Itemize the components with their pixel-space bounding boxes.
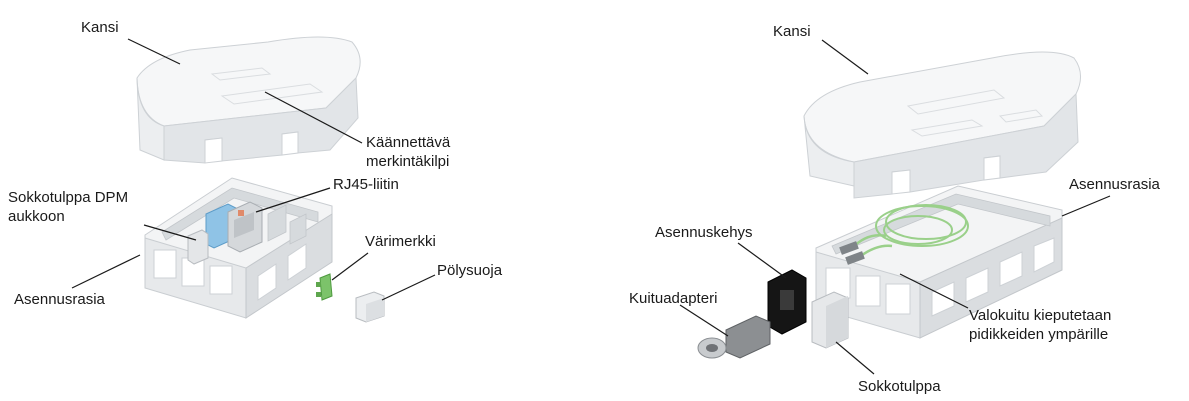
left-color-marker — [316, 273, 333, 301]
right-mounting-frame — [767, 269, 807, 335]
label-right-fiber-adapter: Kuituadapteri — [629, 290, 718, 307]
label-right-mounting-box: Asennusrasia — [1069, 176, 1160, 193]
left-dummy-plug — [187, 229, 209, 265]
leader-left-mounting-box — [71, 254, 141, 289]
leader-right-lid — [821, 39, 869, 75]
leader-left-label-plate — [264, 91, 363, 144]
leader-right-fiber-routing — [899, 273, 969, 309]
leader-right-mounting-frame — [737, 242, 787, 279]
leader-right-dummy-plug — [835, 341, 875, 375]
left-rj45-connector — [205, 201, 263, 253]
label-left-lid: Kansi — [81, 19, 119, 36]
right-fiber-coil — [839, 204, 969, 265]
label-left-dust-cover: Pölysuoja — [437, 262, 503, 279]
leader-left-color-marker — [331, 252, 369, 281]
label-left-rj45: RJ45-liitin — [333, 176, 399, 193]
right-lid — [803, 51, 1081, 199]
left-dust-cover — [355, 291, 385, 323]
leader-right-mounting-box — [1061, 195, 1111, 217]
label-left-dummy-plug: Sokkotulppa DPM aukkoon — [8, 189, 129, 225]
right-mounting-box — [815, 185, 1063, 339]
left-lid — [136, 36, 361, 164]
label-right-fiber-routing: Valokuitu kieputetaan pidikkeiden ympäri… — [969, 307, 1112, 343]
label-right-lid: Kansi — [773, 23, 811, 40]
leader-left-dust-cover — [381, 274, 436, 301]
label-left-color-marker: Värimerkki — [365, 233, 436, 250]
label-right-mounting-frame: Asennuskehys — [655, 224, 753, 241]
right-fiber-adapter — [697, 315, 771, 359]
leader-left-rj45 — [255, 187, 331, 213]
label-left-mounting-box: Asennusrasia — [14, 291, 105, 308]
leader-left-dummy-plug — [143, 224, 197, 241]
right-dummy-plug — [811, 291, 849, 349]
leader-right-fiber-adapter — [679, 304, 729, 337]
label-right-dummy-plug: Sokkotulppa — [858, 378, 941, 395]
label-left-label-plate: Käännettävä merkintäkilpi — [366, 134, 451, 170]
leader-left-lid — [127, 38, 181, 65]
